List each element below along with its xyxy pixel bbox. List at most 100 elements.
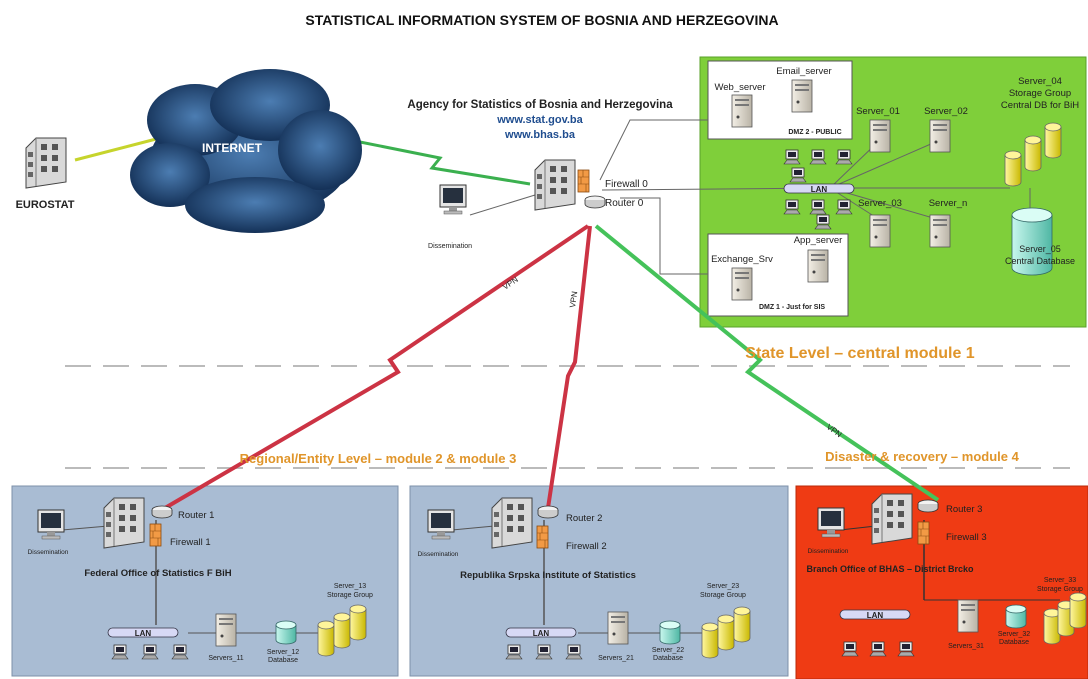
storage-group-label: Storage Group — [1037, 586, 1083, 593]
server-icon — [215, 613, 237, 647]
workstation-icon — [841, 641, 859, 657]
firewall-icon — [577, 169, 590, 193]
server-01-label: Server_01 — [856, 106, 900, 117]
lan-label: LAN — [867, 611, 884, 620]
workstation-icon — [809, 149, 827, 165]
server-33-label: Server_33 — [1044, 577, 1076, 584]
storage-group-label: Storage Group — [700, 592, 746, 599]
dmz1-label: DMZ 1 - Just for SIS — [759, 304, 825, 311]
dissemination-label: Dissemination — [808, 548, 849, 555]
server-32-label: Server_32 — [998, 631, 1030, 638]
server-02-icon — [929, 119, 951, 153]
workstation-icon — [111, 644, 129, 660]
storage-group-label: Storage Group — [1009, 88, 1071, 99]
brcko-office-name: Branch Office of BHAS – District Brcko — [806, 564, 974, 574]
eurostat-label: EUROSTAT — [16, 199, 75, 211]
storage-cylinder-icon — [1004, 150, 1022, 187]
firewall-icon — [917, 521, 930, 545]
workstation-icon — [789, 167, 807, 183]
workstation-icon — [141, 644, 159, 660]
agency-url-1[interactable]: www.stat.gov.ba — [496, 114, 583, 126]
web-server-label: Web_server — [714, 82, 765, 93]
firewall-1-label: Firewall 1 — [170, 537, 211, 548]
storage-cylinder-icon — [733, 606, 751, 643]
database-icon — [275, 620, 297, 645]
workstation-icon — [535, 644, 553, 660]
regional-level-label: Regional/Entity Level – module 2 & modul… — [240, 451, 517, 466]
server-05-label: Server_05 — [1019, 244, 1061, 254]
router-icon — [584, 195, 606, 209]
database-label: Database — [268, 657, 298, 664]
servers-21-label: Servers_21 — [598, 655, 634, 662]
storage-cylinder-icon — [349, 604, 367, 641]
workstation-icon — [814, 214, 832, 230]
firewall-0-label: Firewall 0 — [605, 179, 648, 190]
rs-office-name: Republika Srpska Institute of Statistics — [460, 570, 636, 581]
server-01-icon — [869, 119, 891, 153]
workstation-icon — [171, 644, 189, 660]
router-icon — [917, 499, 939, 513]
workstation-icon — [505, 644, 523, 660]
storage-cylinder-icon — [1069, 592, 1087, 629]
storage-cylinder-icon — [333, 612, 351, 649]
server-03-icon — [869, 214, 891, 248]
page-title: STATISTICAL INFORMATION SYSTEM OF BOSNIA… — [305, 12, 778, 28]
agency-name: Agency for Statistics of Bosnia and Herz… — [407, 99, 673, 111]
storage-cylinder-icon — [717, 614, 735, 651]
exchange-server-label: Exchange_Srv — [711, 254, 773, 265]
internet-link — [349, 138, 531, 186]
eurostat-building-icon — [25, 137, 67, 189]
agency-building-icon — [534, 159, 576, 211]
storage-cylinder-icon — [317, 620, 335, 657]
agency-url-2[interactable]: www.bhas.ba — [504, 129, 576, 141]
firewall-icon — [149, 523, 162, 547]
email-server-icon — [791, 79, 813, 113]
firewall-3-label: Firewall 3 — [946, 532, 987, 543]
internet-label: INTERNET — [202, 141, 263, 155]
state-level-label: State Level – central module 1 — [745, 345, 975, 362]
internet-cloud-icon — [130, 69, 362, 233]
central-db-bih-label: Central DB for BiH — [1001, 100, 1079, 111]
router-icon — [537, 505, 559, 519]
storage-cylinder-icon — [1024, 135, 1042, 172]
workstation-icon — [809, 199, 827, 215]
workstation-icon — [869, 641, 887, 657]
firewall-icon — [536, 525, 549, 549]
storage-cylinder-icon — [701, 622, 719, 659]
storage-cylinder-icon — [1044, 122, 1062, 159]
router-1-label: Router 1 — [178, 510, 214, 521]
workstation-icon — [783, 149, 801, 165]
storage-cylinder-icon — [1043, 608, 1061, 645]
vpn-label-fbih: VPN — [501, 275, 520, 292]
eurostat-link — [74, 136, 161, 162]
fbih-office-name: Federal Office of Statistics F BiH — [84, 568, 231, 579]
dissemination-monitor-icon — [439, 184, 467, 215]
central-lan-label: LAN — [811, 185, 828, 194]
workstation-icon — [783, 199, 801, 215]
dmz2-label: DMZ 2 - PUBLIC — [788, 129, 841, 136]
workstation-icon — [897, 641, 915, 657]
workstation-icon — [835, 149, 853, 165]
server-n-label: Server_n — [929, 198, 968, 209]
vpn-link-fbih — [163, 224, 590, 510]
servers-11-label: Servers_11 — [208, 655, 243, 662]
server-icon — [957, 599, 979, 633]
app-server-label: App_server — [794, 235, 843, 246]
lan-label: LAN — [135, 629, 152, 638]
servers-31-label: Servers_31 — [948, 643, 984, 650]
vpn-link-rs — [546, 225, 592, 509]
database-icon — [1005, 604, 1027, 629]
router-2-label: Router 2 — [566, 513, 602, 524]
brcko-building-icon — [871, 493, 913, 545]
router-3-label: Router 3 — [946, 504, 982, 515]
central-database-icon — [1011, 207, 1053, 276]
database-label: Database — [653, 655, 683, 662]
workstation-icon — [565, 644, 583, 660]
workstation-icon — [835, 199, 853, 215]
rs-building-icon — [491, 497, 533, 549]
database-label: Database — [999, 639, 1029, 646]
database-icon — [659, 620, 681, 645]
vpn-label-rs: VPN — [568, 291, 579, 309]
email-server-label: Email_server — [776, 66, 831, 77]
